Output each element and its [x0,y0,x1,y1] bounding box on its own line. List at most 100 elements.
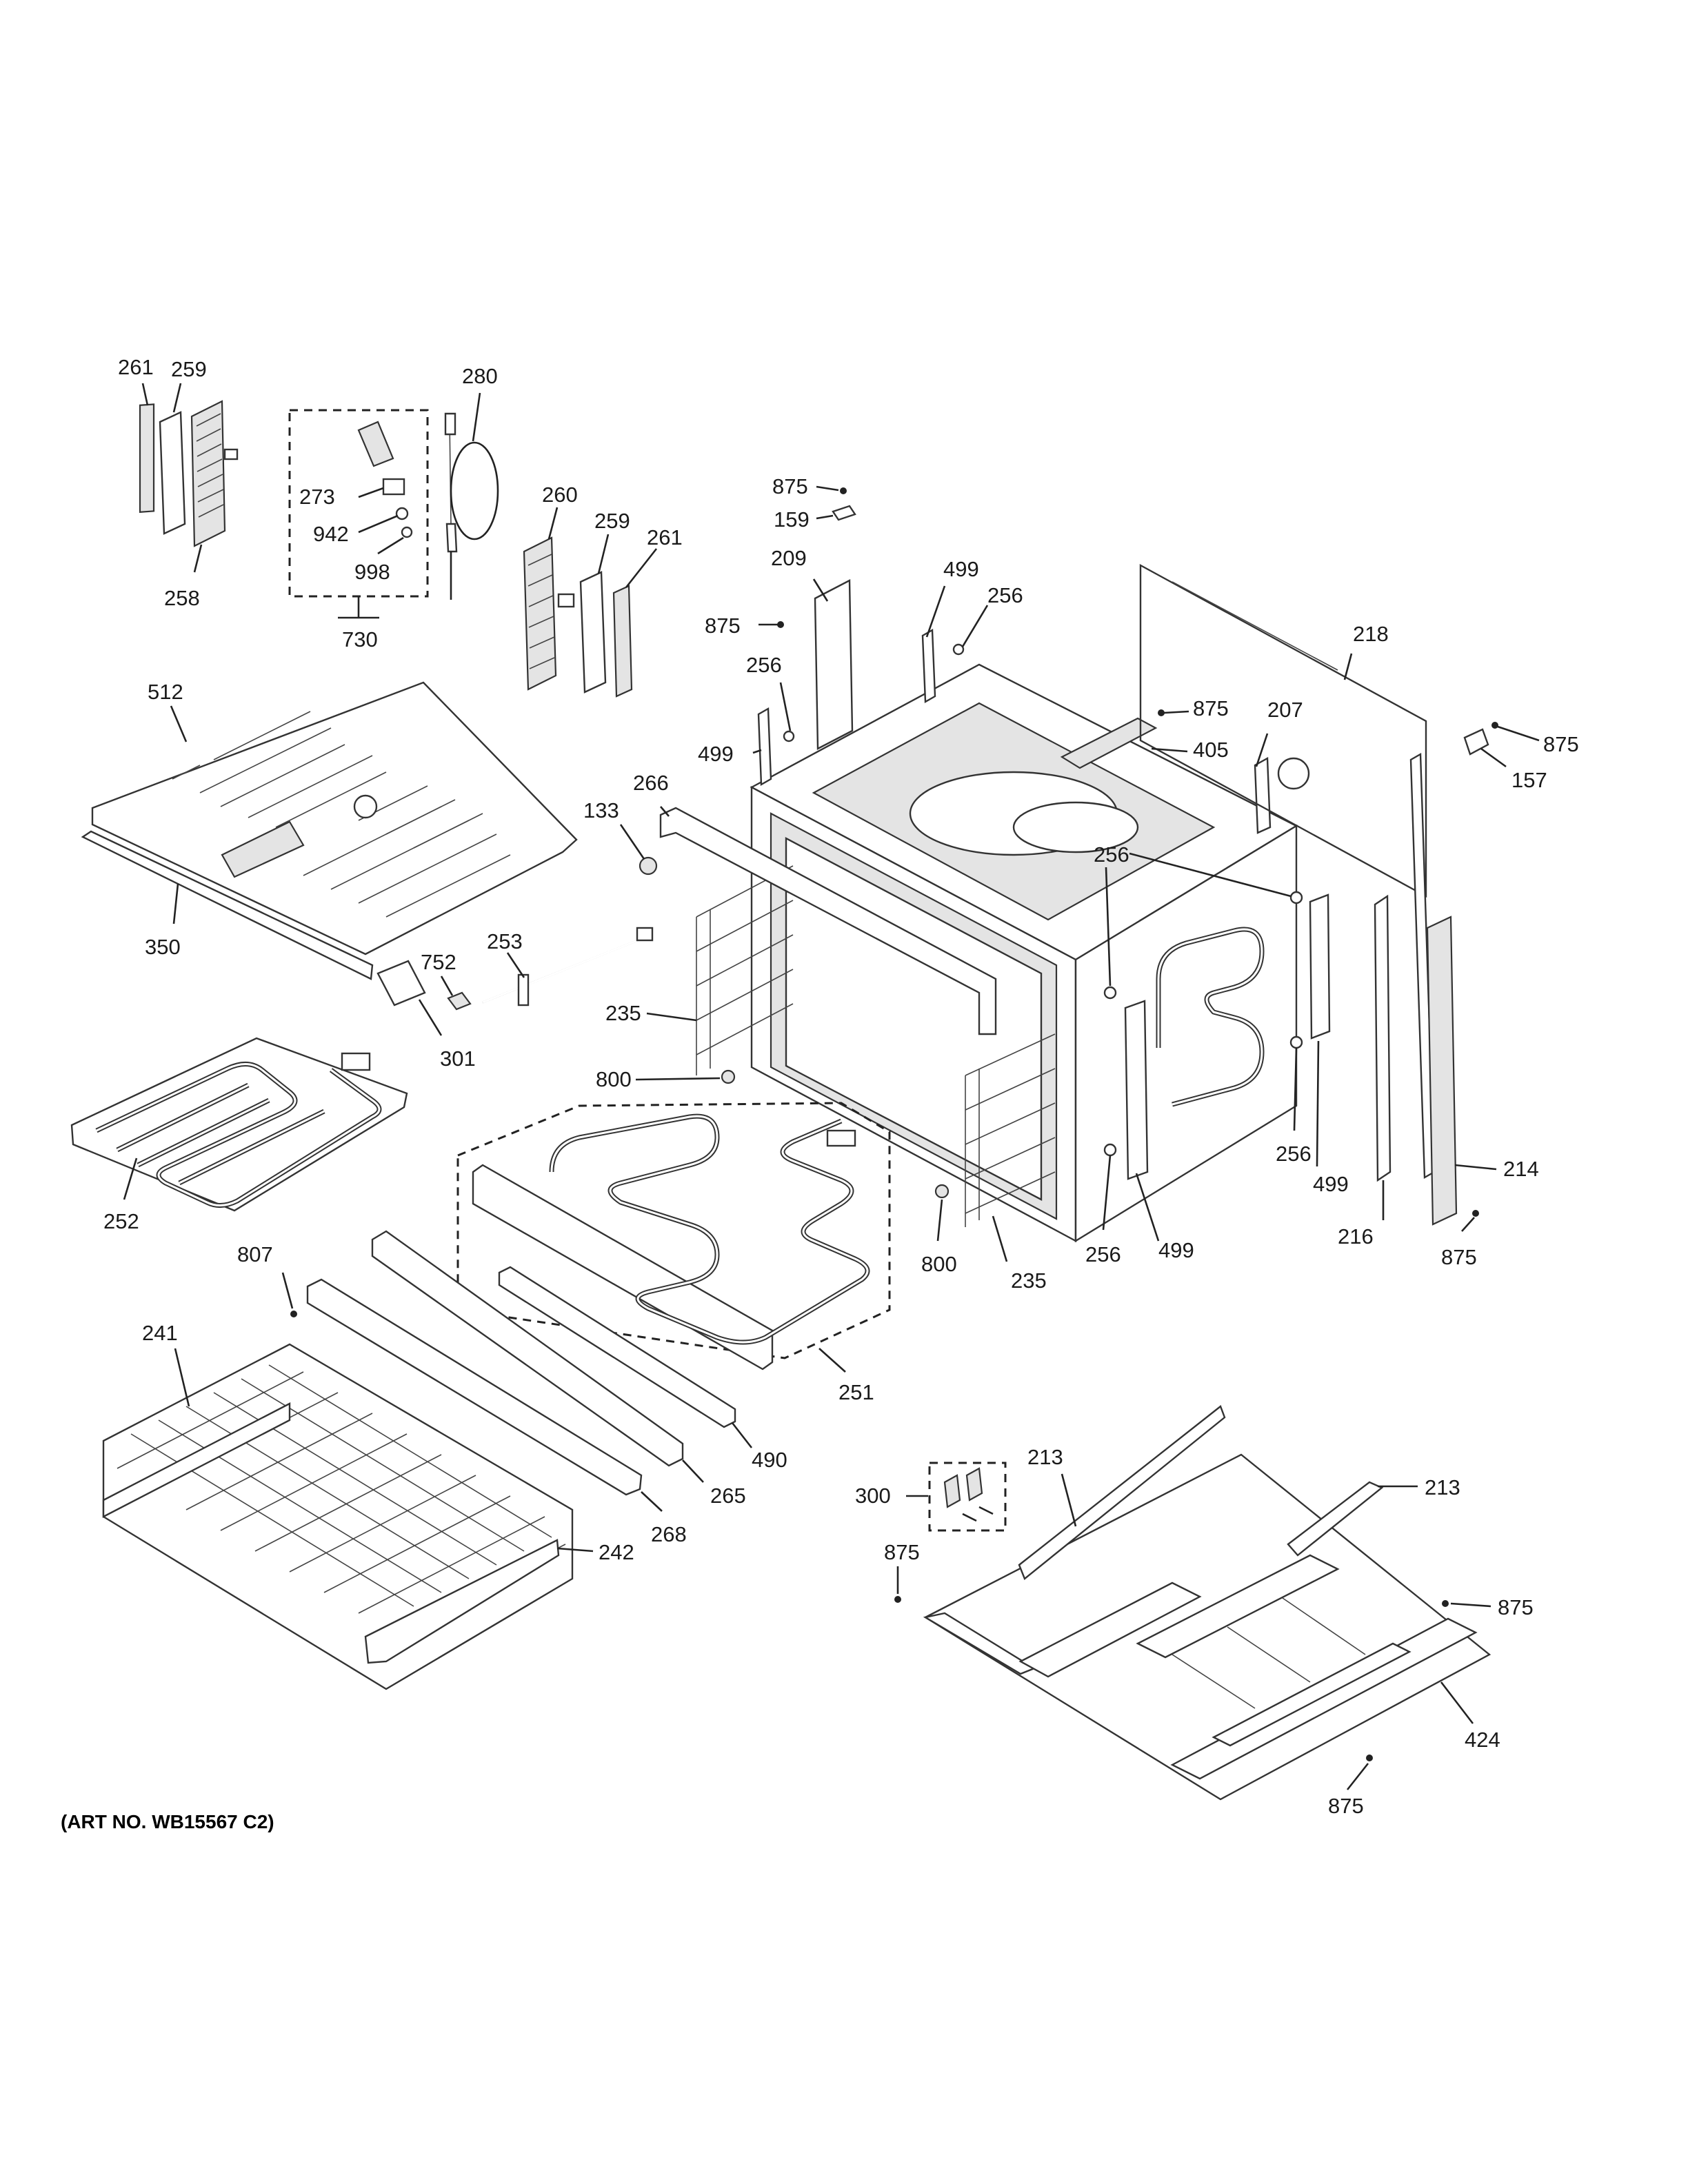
callout-424: 424 [1465,1728,1500,1752]
callout-875-right: 875 [1441,1245,1477,1269]
part-242-slide-rail [364,1539,560,1664]
callout-213-left: 213 [1027,1445,1063,1469]
part-253-element-connector [482,927,654,1007]
callout-213-right: 213 [1425,1475,1460,1499]
callout-807: 807 [237,1242,273,1266]
part-259-right-panel [579,571,607,694]
callout-998: 998 [354,560,390,584]
part-490-slide-rail [498,1266,736,1428]
callout-301: 301 [440,1046,476,1071]
callout-942: 942 [313,522,349,546]
callout-241: 241 [142,1321,178,1345]
callout-875-bottom-left: 875 [884,1540,920,1564]
callout-730: 730 [342,627,378,651]
oven-cavity-assembly [659,579,1331,1243]
callout-159: 159 [774,507,810,532]
callout-218: 218 [1353,622,1389,646]
callout-875-top: 875 [772,474,808,498]
part-424-bottom-pan [923,1453,1491,1801]
callout-512: 512 [148,680,183,704]
callout-499-left: 499 [698,742,734,766]
callout-490: 490 [752,1448,787,1472]
part-216-rail [1374,894,1391,1182]
callout-209: 209 [771,546,807,570]
part-800-grommet-a [721,1069,736,1084]
part-512-top-heat-shield [91,681,578,956]
callout-266: 266 [633,771,669,795]
part-280-temperature-probe [444,412,499,600]
part-800-grommet-b [934,1184,950,1199]
callout-235-lower: 235 [1011,1268,1047,1293]
callout-labels: 261 259 258 273 942 998 730 280 260 259 … [103,355,1579,1818]
part-499-bracket-top [921,628,936,704]
part-241-oven-rack [102,1343,574,1690]
part-499-bracket-side-a [1124,1000,1149,1180]
callout-133: 133 [583,798,619,822]
callout-875-left: 875 [705,614,741,638]
kit-251-boundary [456,1102,891,1359]
part-268-lower-trim [306,1278,643,1496]
kit-300-boundary [928,1462,1007,1532]
part-499-bracket-side-b [1309,893,1331,1040]
callout-280: 280 [462,364,498,388]
part-157-thermostat [1463,728,1489,756]
callout-214: 214 [1503,1157,1539,1181]
part-214-channel [1426,916,1458,1226]
callout-875-bottom-right: 875 [1498,1595,1534,1619]
part-350-front-rail [81,830,374,980]
callout-242: 242 [599,1540,634,1564]
part-752-screw [447,991,472,1011]
callout-207: 207 [1267,698,1303,722]
callout-256-lower: 256 [1085,1242,1121,1266]
part-133-knob [639,856,658,876]
callout-252: 252 [103,1209,139,1233]
callout-265: 265 [710,1484,746,1508]
callout-499-lower: 499 [1158,1238,1194,1262]
callout-350: 350 [145,935,181,959]
art-number: (ART NO. WB15567 C2) [61,1811,274,1832]
part-301-terminal-block [376,960,426,1007]
part-300-hardware [943,1467,994,1522]
callout-258: 258 [164,586,200,610]
callout-256-center: 256 [1094,842,1129,867]
side-insulation-group-left [139,400,239,547]
callout-253: 253 [487,929,523,953]
part-265-front-trim [371,1230,684,1467]
part-251-bake-element [472,1113,870,1371]
callout-800-upper: 800 [596,1067,632,1091]
callout-800-lower: 800 [921,1252,957,1276]
part-218-back-panel [1139,563,1427,898]
callout-752: 752 [421,950,456,974]
callout-261-right: 261 [647,525,683,549]
callout-405: 405 [1193,738,1229,762]
callout-875-far-right: 875 [1543,732,1579,756]
callout-256-top: 256 [987,583,1023,607]
part-207-bracket [1254,757,1272,834]
callout-875-upper-right: 875 [1193,696,1229,720]
part-213-rail-left [1018,1405,1226,1580]
part-259-left-panel [159,411,186,535]
callout-300: 300 [855,1484,891,1508]
callout-499-top: 499 [943,557,979,581]
callout-875-bottom: 875 [1328,1794,1364,1818]
callout-256-left: 256 [746,653,782,677]
part-159-bracket [832,505,856,521]
callout-259-right: 259 [594,509,630,533]
callout-499-right: 499 [1313,1172,1349,1196]
part-258-connector [223,448,239,461]
callout-260: 260 [542,483,578,507]
callout-256-right: 256 [1276,1142,1312,1166]
part-261-right-panel [612,585,633,698]
part-499-bracket-left [757,707,772,787]
callout-251: 251 [838,1380,874,1404]
part-213-rail-right [1287,1481,1384,1557]
part-209-rear-bracket [814,579,854,750]
callout-216: 216 [1338,1224,1374,1248]
callout-235-upper: 235 [605,1001,641,1025]
callout-259-left: 259 [171,357,207,381]
callout-268: 268 [651,1522,687,1546]
part-260-element-panel [523,536,557,691]
part-252-broil-element [70,1037,408,1212]
callout-261-left: 261 [118,355,154,379]
